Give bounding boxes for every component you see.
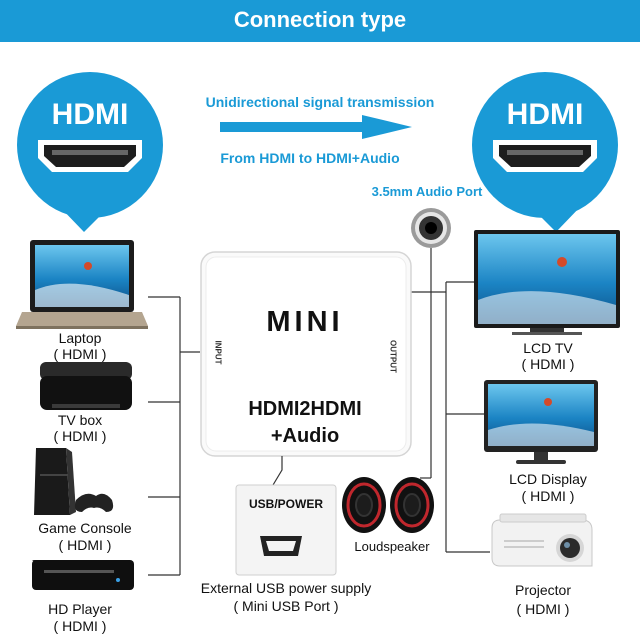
usb-power-port-label: USB/POWER — [248, 497, 323, 511]
lcd-display-icon — [484, 380, 598, 464]
laptop-label: Laptop — [58, 330, 102, 346]
signal-direction-label: Unidirectional signal transmission — [205, 94, 435, 110]
projector-icon — [491, 513, 593, 567]
laptop-port-label: ( HDMI ) — [53, 346, 107, 362]
projector-port-label: ( HDMI ) — [516, 601, 570, 617]
converter-input-label: INPUT — [213, 340, 223, 365]
loudspeaker-icon — [342, 477, 434, 533]
lcd-display-port-label: ( HDMI ) — [521, 488, 575, 504]
output-connector-lines — [408, 281, 490, 553]
lcd-tv-label: LCD TV — [523, 340, 573, 356]
game-console-port-label: ( HDMI ) — [58, 537, 112, 553]
converter-model-label: HDMI2HDMI — [248, 398, 362, 420]
hdmi-port-icon-right — [493, 140, 597, 172]
page-title: Connection type — [233, 7, 407, 32]
converter-output-label: OUTPUT — [388, 340, 398, 373]
hd-player-label: HD Player — [48, 601, 112, 617]
usb-cable-line — [272, 456, 283, 486]
game-console-label: Game Console — [38, 520, 132, 536]
projector-label: Projector — [514, 582, 572, 598]
mini-usb-port-label: ( Mini USB Port ) — [233, 598, 339, 614]
lcd-tv-port-label: ( HDMI ) — [521, 356, 575, 372]
title-bar — [0, 0, 640, 42]
mini-usb-port-icon — [260, 536, 302, 556]
audio-port-label: 3.5mm Audio Port — [371, 184, 483, 199]
hdmi-label-left: HDMI — [51, 98, 129, 131]
input-connector-lines — [148, 296, 200, 576]
hdmi-bubble-left — [17, 72, 163, 232]
converter-mini-label: MINI — [266, 306, 344, 338]
converter-box — [200, 251, 412, 457]
tv-box-port-label: ( HDMI ) — [53, 428, 107, 444]
hd-player-port-label: ( HDMI ) — [53, 618, 107, 634]
audio-jack-icon — [411, 208, 451, 248]
signal-format-label: From HDMI to HDMI+Audio — [220, 150, 400, 166]
tv-box-icon — [40, 362, 132, 410]
signal-arrow — [220, 115, 412, 139]
hdmi-port-icon-left — [38, 140, 142, 172]
lcd-tv-icon — [474, 230, 620, 335]
usb-power-panel — [235, 484, 337, 576]
hd-player-icon — [32, 560, 134, 590]
converter-model-sub-label: +Audio — [270, 425, 340, 447]
hdmi-bubble-right — [472, 72, 618, 232]
usb-power-supply-label: External USB power supply — [200, 580, 372, 596]
tv-box-label: TV box — [57, 412, 103, 428]
lcd-display-label: LCD Display — [509, 471, 587, 487]
hdmi-label-right: HDMI — [506, 98, 584, 131]
loudspeaker-label: Loudspeaker — [354, 539, 430, 554]
laptop-icon — [16, 240, 148, 329]
game-console-icon — [34, 448, 114, 515]
